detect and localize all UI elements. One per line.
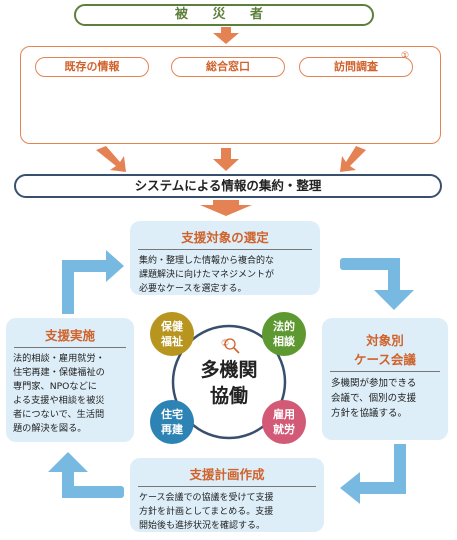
information-sources-box: 既存の情報 総合窓口 訪問調査 (20, 46, 441, 144)
center-title-line2: 協働 (209, 385, 248, 407)
arrow-center-down (213, 148, 239, 171)
card-implementation-line: 専門家、NPOなどに (13, 381, 97, 392)
card-selection-divider (138, 249, 312, 250)
card-case-meeting-line: 多機関が参加できる (331, 378, 417, 389)
card-implementation-line: よる支援や相談を被災 (13, 395, 105, 406)
source-general-window: 総合窓口 (171, 57, 285, 77)
card-plan-line: ケース会議での協議を受けて支援 (139, 493, 274, 503)
center-title-line1: 多機関 (200, 359, 258, 381)
agency-housing-reconstruction: 住宅 再建 (150, 400, 194, 444)
source-home-visit: 訪問調査 (299, 57, 413, 77)
card-case-meeting-title-1: 対象別 (366, 333, 404, 348)
agency-label: 住宅 (161, 408, 183, 421)
card-case-meeting-title-2: ケース会議 (354, 352, 416, 367)
agency-health-welfare: 保健 福祉 (150, 312, 194, 356)
agency-label: 保健 (161, 320, 183, 333)
arrow-system-to-selection (200, 200, 252, 216)
card-implementation-line: 題の解決を図る。 (13, 423, 87, 434)
agency-label: 相談 (273, 335, 295, 348)
visit-number-badge: ① (400, 51, 410, 61)
center-number-badge: ② (220, 339, 230, 349)
card-case-meeting-divider (330, 371, 440, 372)
center-title: 多機関 協働 (200, 357, 258, 409)
arrow-plan-to-implementation (48, 452, 124, 498)
card-case-meeting: 対象別 ケース会議 多機関が参加できる 会議で、個別の支援 方針を協議する。 (322, 318, 448, 440)
card-implementation-line: 法的相談・雇用就労・ (13, 353, 105, 364)
card-plan-line: 開始後も進捗状況を確認する。 (139, 521, 266, 531)
agency-employment: 雇用 就労 (262, 400, 306, 444)
agency-label: 法的 (273, 320, 295, 333)
agency-label: 就労 (273, 423, 295, 436)
victim-pill: 被 災 者 (74, 4, 374, 26)
card-selection-title: 支援対象の選定 (181, 230, 269, 245)
agency-label: 福祉 (161, 335, 183, 348)
card-implementation-line: 住宅再建・保健福祉の (13, 367, 105, 378)
card-plan-title: 支援計画作成 (189, 467, 265, 482)
card-implementation: 支援実施 法的相談・雇用就労・ 住宅再建・保健福祉の 専門家、NPOなどに よる… (6, 318, 134, 442)
magnifier-icon-center (224, 338, 240, 354)
source-existing-info: 既存の情報 (35, 57, 149, 77)
arrow-right-diagonal (340, 146, 366, 172)
agency-legal-consultation: 法的 相談 (262, 312, 306, 356)
agency-label: 雇用 (273, 408, 295, 421)
card-case-meeting-line: 会議で、個別の支援 (331, 393, 417, 404)
card-selection-line: 集約・整理した情報から複合的な (139, 256, 275, 266)
arrow-case-to-plan (340, 444, 406, 504)
arrow-selection-to-case (340, 258, 414, 310)
agency-label: 再建 (161, 423, 183, 436)
card-plan: 支援計画作成 ケース会議での協議を受けて支援 方針を計画としてまとめる。支援 開… (130, 458, 324, 532)
card-selection-line: 必要なケースを選定する。 (139, 284, 247, 294)
card-plan-line: 方針を計画としてまとめる。支援 (139, 507, 274, 517)
card-selection-line: 課題解決に向けたマネジメントが (139, 270, 275, 280)
card-selection: 支援対象の選定 集約・整理した情報から複合的な 課題解決に向けたマネジメントが … (130, 221, 320, 295)
card-plan-divider (138, 486, 316, 487)
center-ring (171, 324, 287, 440)
card-case-meeting-line: 方針を協議する。 (331, 408, 408, 419)
card-implementation-line: 者につないで、生活問 (13, 409, 105, 420)
card-implementation-title: 支援実施 (44, 328, 95, 343)
arrow-implementation-to-selection (62, 250, 124, 314)
arrow-victim-to-sources (213, 27, 239, 44)
card-implementation-divider (14, 347, 126, 348)
arrow-left-diagonal (96, 146, 126, 172)
system-aggregation-pill: システムによる情報の集約・整理 (14, 174, 442, 198)
